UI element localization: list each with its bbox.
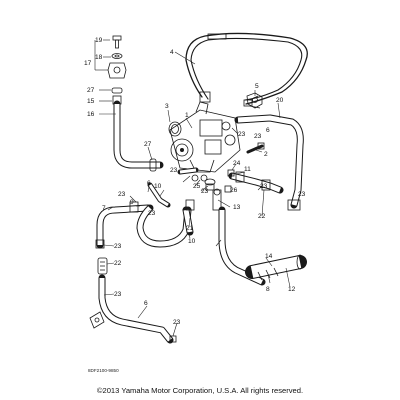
callout-25: 25: [193, 183, 201, 190]
copyright-notice: ©2013 Yamaha Motor Corporation, U.S.A. A…: [96, 386, 304, 395]
callout-27-mid: 27: [144, 141, 152, 148]
callout-labels: 19 18 17 27 15 16 27 3 4 1 5 20 23 23 6 …: [84, 37, 306, 326]
callout-1: 1: [185, 112, 189, 119]
callout-23-i: 23: [114, 243, 122, 250]
leader-lines: [94, 39, 291, 337]
fitting-9: [129, 201, 139, 213]
callout-16: 16: [87, 111, 95, 118]
cable-4: [185, 32, 308, 109]
callout-9: 9: [130, 199, 134, 206]
hose-6-upper: [147, 182, 171, 208]
bolt-2: [246, 142, 265, 154]
fuel-filter-22: [97, 257, 108, 275]
callout-27-top: 27: [87, 87, 95, 94]
hose-13: [212, 188, 222, 211]
callout-10-top: 10: [154, 183, 162, 190]
bolt-19: [112, 35, 122, 49]
callout-17: 17: [84, 60, 92, 67]
fitting-21: [185, 199, 195, 211]
oil-pump-1: [169, 101, 241, 182]
callout-26: 26: [230, 187, 238, 194]
callout-12: 12: [288, 286, 296, 293]
callout-6-bottom: 6: [144, 300, 148, 307]
callout-19: 19: [95, 37, 103, 44]
callout-23-c: 23: [260, 183, 268, 190]
hose-16: [113, 100, 164, 169]
callout-20: 20: [276, 97, 284, 104]
callout-21: 21: [186, 225, 194, 232]
callout-13: 13: [233, 204, 241, 211]
o-ring-3: [168, 121, 182, 137]
hose-14-12: [245, 254, 307, 281]
callout-15: 15: [87, 98, 95, 105]
hose-6-lower: [98, 274, 174, 344]
callout-23-g: 23: [118, 191, 126, 198]
callout-3: 3: [165, 103, 169, 110]
callout-22-right: 22: [258, 213, 266, 220]
fitting-25: [204, 178, 216, 191]
callout-4: 4: [170, 49, 174, 56]
callout-14: 14: [265, 253, 273, 260]
hose-10-lower: [182, 206, 194, 236]
callout-24: 24: [233, 160, 241, 167]
grommet: [89, 311, 105, 329]
fitting-24: [227, 169, 235, 177]
callout-2: 2: [264, 151, 268, 158]
diagram-code: 8DF2100-9850: [88, 368, 119, 373]
fitting-23-mid: [177, 167, 199, 175]
hose-20: [234, 114, 304, 211]
callout-23-j: 23: [114, 291, 122, 298]
callout-23-h: 23: [148, 210, 156, 217]
callout-23-k: 23: [173, 319, 181, 326]
callout-5: 5: [255, 83, 259, 90]
clamp-26: [224, 185, 232, 193]
callout-8: 8: [266, 286, 270, 293]
hose-7: [95, 204, 152, 249]
callout-11: 11: [244, 166, 251, 173]
callout-23-b: 23: [254, 133, 262, 140]
hose-10-loop: [136, 204, 192, 248]
hose-22-right: [228, 171, 284, 194]
callout-18: 18: [95, 54, 103, 61]
washer-18: [111, 53, 123, 59]
callout-23-a: 23: [238, 131, 246, 138]
callout-6-top: 6: [266, 127, 270, 134]
callout-10-bottom: 10: [188, 238, 196, 245]
callout-23-d: 23: [298, 191, 306, 198]
callout-23-f: 23: [170, 167, 178, 174]
callout-23-e: 23: [201, 188, 209, 195]
clamp-27-top: [111, 87, 123, 94]
bracket-17: [107, 62, 127, 79]
hose-8: [218, 206, 266, 286]
clamp-27-bottom: [149, 158, 157, 172]
callout-22-left: 22: [114, 260, 122, 267]
callout-6-mid: 6: [147, 180, 151, 187]
callout-7: 7: [102, 205, 106, 212]
